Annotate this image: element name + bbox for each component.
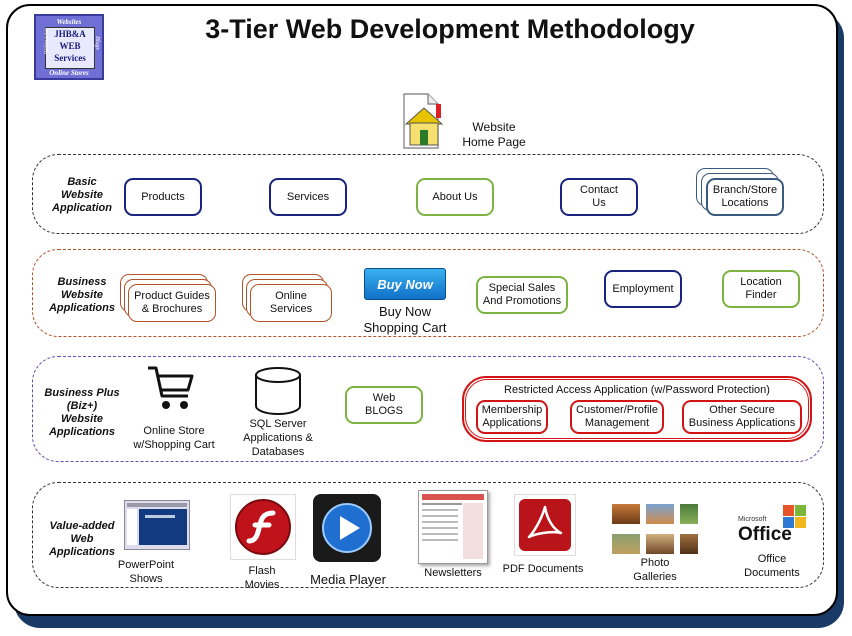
tier4-band xyxy=(32,482,824,588)
buy-now-button[interactable]: Buy Now xyxy=(364,268,446,300)
logo-inner: JHB&A WEB Services xyxy=(45,27,95,69)
powerpoint-thumbnail xyxy=(124,500,190,550)
company-logo: Websites JHB&A WEB Services Online Store… xyxy=(34,14,104,80)
newsletter-thumbnail xyxy=(418,490,488,564)
photo-thumb-2 xyxy=(646,504,674,524)
logo-right-text: Blogs xyxy=(94,36,101,50)
logo-bottom-text: Online Stores xyxy=(49,69,89,77)
logo-line1: JHB&A xyxy=(54,29,86,39)
photo-thumb-3 xyxy=(680,504,698,524)
restricted-access-title: Restricted Access Application (w/Passwor… xyxy=(504,384,770,396)
page-title: 3-Tier Web Development Methodology xyxy=(205,14,695,44)
home-page-icon xyxy=(398,92,452,150)
product-guides-box: Product Guides& Brochures xyxy=(128,284,216,322)
products-box: Products xyxy=(124,178,202,216)
services-box: Services xyxy=(269,178,347,216)
logo-line3: Services xyxy=(54,53,86,63)
photo-thumb-1 xyxy=(612,504,640,524)
newsletters-caption: Newsletters xyxy=(424,567,482,579)
photo-thumb-4 xyxy=(612,534,640,554)
tier1-band xyxy=(32,154,824,234)
tier2-band xyxy=(32,249,824,337)
pdf-caption: PDF Documents xyxy=(502,563,584,575)
pdf-icon xyxy=(514,494,576,556)
about-us-box: About Us xyxy=(416,178,494,216)
shopping-cart-icon xyxy=(146,364,196,412)
tier3-band xyxy=(32,356,824,462)
media-player-caption: Media Player xyxy=(310,572,386,587)
logo-top-text: Websites xyxy=(56,18,82,26)
employment-box: Employment xyxy=(604,270,682,308)
media-player-icon xyxy=(313,494,381,562)
logo-left-text: Webmaster xyxy=(44,27,51,55)
restricted-access-group xyxy=(462,376,812,442)
flash-logo-icon xyxy=(230,494,296,560)
logo-line2: WEB xyxy=(59,41,81,51)
photo-thumb-6 xyxy=(680,534,698,554)
office-brand-text: Microsoft xyxy=(738,516,767,523)
office-squares-icon xyxy=(782,504,808,530)
restricted-access-inner xyxy=(465,379,809,439)
photo-thumb-5 xyxy=(646,534,674,554)
database-icon xyxy=(253,366,303,416)
office-logo-text: Office xyxy=(738,524,792,545)
office-logo: Microsoft Office xyxy=(736,502,810,548)
